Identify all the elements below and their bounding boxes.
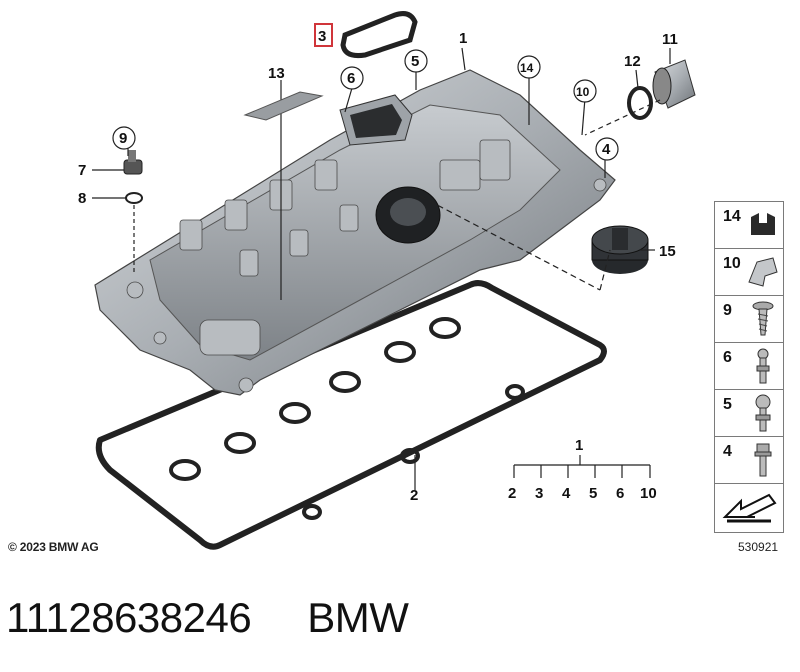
callout-2: 2 (410, 487, 418, 504)
callout-12: 12 (624, 53, 641, 70)
cap-item-11 (652, 59, 696, 109)
legend-item: 5 (714, 389, 784, 436)
callout-3: 3 (318, 28, 326, 45)
cover-details (126, 139, 607, 393)
legend-number: 14 (723, 208, 741, 225)
callout-15: 15 (659, 243, 676, 260)
screw-icon (752, 301, 774, 336)
brand-name: BMW (307, 594, 409, 641)
callout-14: 14 (520, 61, 534, 75)
leader-lines (92, 47, 671, 490)
legend-number: 10 (723, 255, 741, 272)
legend-item: 9 (714, 295, 784, 342)
oil-filler-cap-item-15 (591, 225, 649, 274)
assembly-child: 10 (640, 485, 657, 502)
legend-number: 6 (723, 349, 732, 366)
callout-5: 5 (411, 53, 419, 70)
bracket-clip-icon (748, 257, 778, 287)
callout-13: 13 (268, 65, 285, 82)
gasket-item-3 (340, 11, 418, 58)
spark-plug-seals (169, 317, 525, 520)
valve-cover-gasket-inner (108, 289, 595, 537)
assembly-child: 3 (535, 485, 543, 502)
fastener-legend: 14 10 9 6 5 (714, 201, 784, 533)
o-ring-item-8 (125, 192, 143, 204)
copyright-notice: © 2023 BMW AG (8, 540, 99, 554)
valve-cover-gasket (95, 280, 607, 550)
callout-4: 4 (602, 141, 611, 158)
callout-10: 10 (576, 85, 590, 99)
assembly-child: 5 (589, 485, 597, 502)
legend-item: 10 (714, 248, 784, 295)
assembly-tree: 1 2 3 4 5 6 10 (508, 437, 657, 502)
part-number: 11128638246 (6, 594, 252, 641)
legend-item: 14 (714, 201, 784, 248)
arrow-direction-icon (722, 493, 777, 523)
diagram-id: 530921 (738, 540, 779, 554)
assembly-child: 4 (562, 485, 571, 502)
cover-inlet-port-opening (350, 104, 402, 138)
callout-8: 8 (78, 190, 86, 207)
callout-circles (112, 49, 619, 161)
callout-highlight-box (314, 23, 333, 47)
ball-stud-large-icon (755, 394, 771, 432)
clip-icon (751, 213, 775, 235)
oil-filler-neck-inner (390, 198, 426, 226)
legend-item (714, 483, 784, 533)
callout-6: 6 (347, 70, 355, 87)
legend-item: 4 (714, 436, 784, 483)
legend-number: 9 (723, 302, 732, 319)
callout-7: 7 (78, 162, 86, 179)
assembly-root: 1 (575, 437, 583, 454)
callout-11: 11 (662, 31, 678, 48)
assembly-child: 2 (508, 485, 516, 502)
sensor-item-7 (123, 150, 143, 175)
bolt-icon (754, 443, 772, 477)
seal-ring-item-12 (627, 86, 653, 120)
legend-item: 6 (714, 342, 784, 389)
footer-caption: 11128638246 BMW (6, 588, 409, 648)
callout-1: 1 (459, 30, 467, 47)
legend-number: 4 (723, 443, 732, 460)
exploded-parts-diagram: 1 3 5 6 13 14 10 12 11 4 9 7 8 15 2 1 2 … (78, 11, 696, 550)
legend-number: 5 (723, 396, 732, 413)
ball-stud-icon (756, 348, 770, 384)
callout-9: 9 (119, 130, 127, 147)
assembly-child: 6 (616, 485, 624, 502)
label-plate-item-13 (243, 91, 324, 121)
